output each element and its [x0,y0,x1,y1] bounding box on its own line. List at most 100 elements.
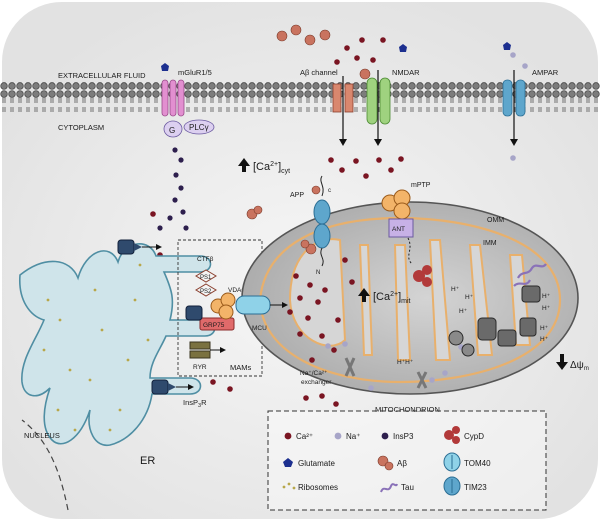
presenilin-complex: PS1 PS2 [195,269,217,297]
svg-text:H⁺: H⁺ [542,293,551,300]
insp3r-label: InsP3R [183,398,207,409]
glutamate-icon [399,44,407,52]
legend-insp3: InsP3 [393,432,414,441]
exchanger-label-2: exchanger [301,379,332,386]
abeta-channel [332,76,354,146]
er-label: ER [140,455,155,467]
mito-ca [287,257,355,363]
legend-abeta-icon [377,455,394,471]
na-ca-exchanger [344,357,356,377]
up-arrow-icon [358,288,370,302]
legend-tim23-icon [443,476,461,496]
ps1-label: PS1 [200,275,212,281]
extracellular-label: EXTRACELLULAR FLUID [58,71,146,80]
exchanger-na [325,341,374,391]
cytoplasm-label: CYTOPLASM [58,123,104,132]
delta-psi: Δψm [556,354,589,372]
nmdar [366,44,407,146]
abeta-cytosol [246,185,321,255]
svg-text:[Ca2+]mit: [Ca2+]mit [373,291,411,305]
insp3-trail [157,147,189,231]
vdac-label: VDAC [228,287,246,294]
exchanger-ca [303,393,339,407]
svg-text:[Ca2+]cyt: [Ca2+]cyt [253,161,290,175]
legend-ribosomes-icon [282,482,296,490]
ps2-label: PS2 [200,289,212,295]
legend-glutamate: Glutamate [298,459,335,468]
app-label: APP [290,192,304,199]
glutamate-icon [161,63,169,71]
grp75: GRP75 [199,317,235,331]
app-protein [313,175,331,267]
legend-glutamate-icon [283,458,293,467]
svg-text:Δψm: Δψm [570,360,589,372]
h-plus-labels: H⁺ H⁺ H⁺ H⁺ H⁺ H⁺ H⁺ [451,286,551,343]
svg-text:H⁺: H⁺ [465,294,474,301]
mglur-label: mGluR1/5 [178,68,212,77]
h-plus-pair-label: H⁺H⁺ [397,359,414,366]
cyt-ca-label: [Ca2+]cyt [238,158,290,175]
svg-text:H⁺: H⁺ [451,286,460,293]
svg-text:GRP75: GRP75 [203,322,225,329]
legend-tom40: TOM40 [464,459,491,468]
mptp [381,189,414,265]
ctf-label: CTFβ [197,256,214,263]
legend-cypd: CypD [464,432,484,441]
insp3r-channel [151,379,233,395]
inner-membrane [258,216,562,384]
plasma-membrane [0,82,600,112]
extracellular-particles [276,24,528,80]
ryr-label: RYR [193,364,207,371]
mit-ca-label: [Ca2+]mit [358,288,411,305]
cypd-icon [413,265,432,287]
mcu-label: MCU [252,325,267,332]
legend-abeta: Aβ [397,459,407,468]
legend: Ca²⁺ Na⁺ InsP3 CypD Glutamate Aβ TOM40 R… [267,410,547,511]
legend-tau-icon [380,483,398,493]
legend-ribosomes: Ribosomes [298,483,338,492]
exchanger-label-1: Na⁺/Ca²⁺ [300,370,328,377]
svg-text:H⁺: H⁺ [459,308,468,315]
ip3r-mam [185,305,203,321]
glutamate-icon [503,42,511,50]
insp3r-channel [117,239,162,255]
svg-text:H⁺: H⁺ [542,305,551,312]
etc-complexes [448,285,541,357]
mcu [235,295,288,315]
legend-na-icon [334,432,342,440]
mglur-receptor [161,63,185,117]
ampar-label: AMPAR [532,68,559,77]
mams-label: MAMs [230,363,251,372]
g-protein-label: G [169,126,175,135]
ampar [502,42,526,146]
legend-tim23: TIM23 [464,483,487,492]
proton-exchanger [416,371,428,389]
nucleus-label: NUCLEUS [24,431,60,440]
legend-insp3-icon [381,432,389,440]
c-term-label: c [328,188,331,194]
legend-tau: Tau [401,483,414,492]
g-protein [163,120,183,138]
nmdar-label: NMDAR [392,68,420,77]
cytosolic-ca [150,156,404,258]
legend-cypd-icon [444,426,460,444]
plc-label: PLCγ [189,123,209,132]
svg-text:H⁺: H⁺ [540,325,549,332]
imm-label: IMM [483,240,497,247]
ant-label: ANT [392,226,405,233]
mptp-label: mPTP [411,182,431,189]
legend-ca-icon [284,432,292,440]
cytosolic-na [510,155,516,161]
legend-tom40-icon [443,452,461,472]
svg-text:H⁺: H⁺ [540,336,549,343]
up-arrow-icon [238,158,250,172]
nucleus-envelope [21,419,69,511]
n-term-label: N [316,270,320,276]
mitochondrion-label: MITOCHONDRION [375,405,440,414]
tau-cluster [513,263,547,287]
down-arrow-icon [556,354,568,370]
abeta-channel-label: Aβ channel [300,68,338,77]
ryr [189,341,226,359]
